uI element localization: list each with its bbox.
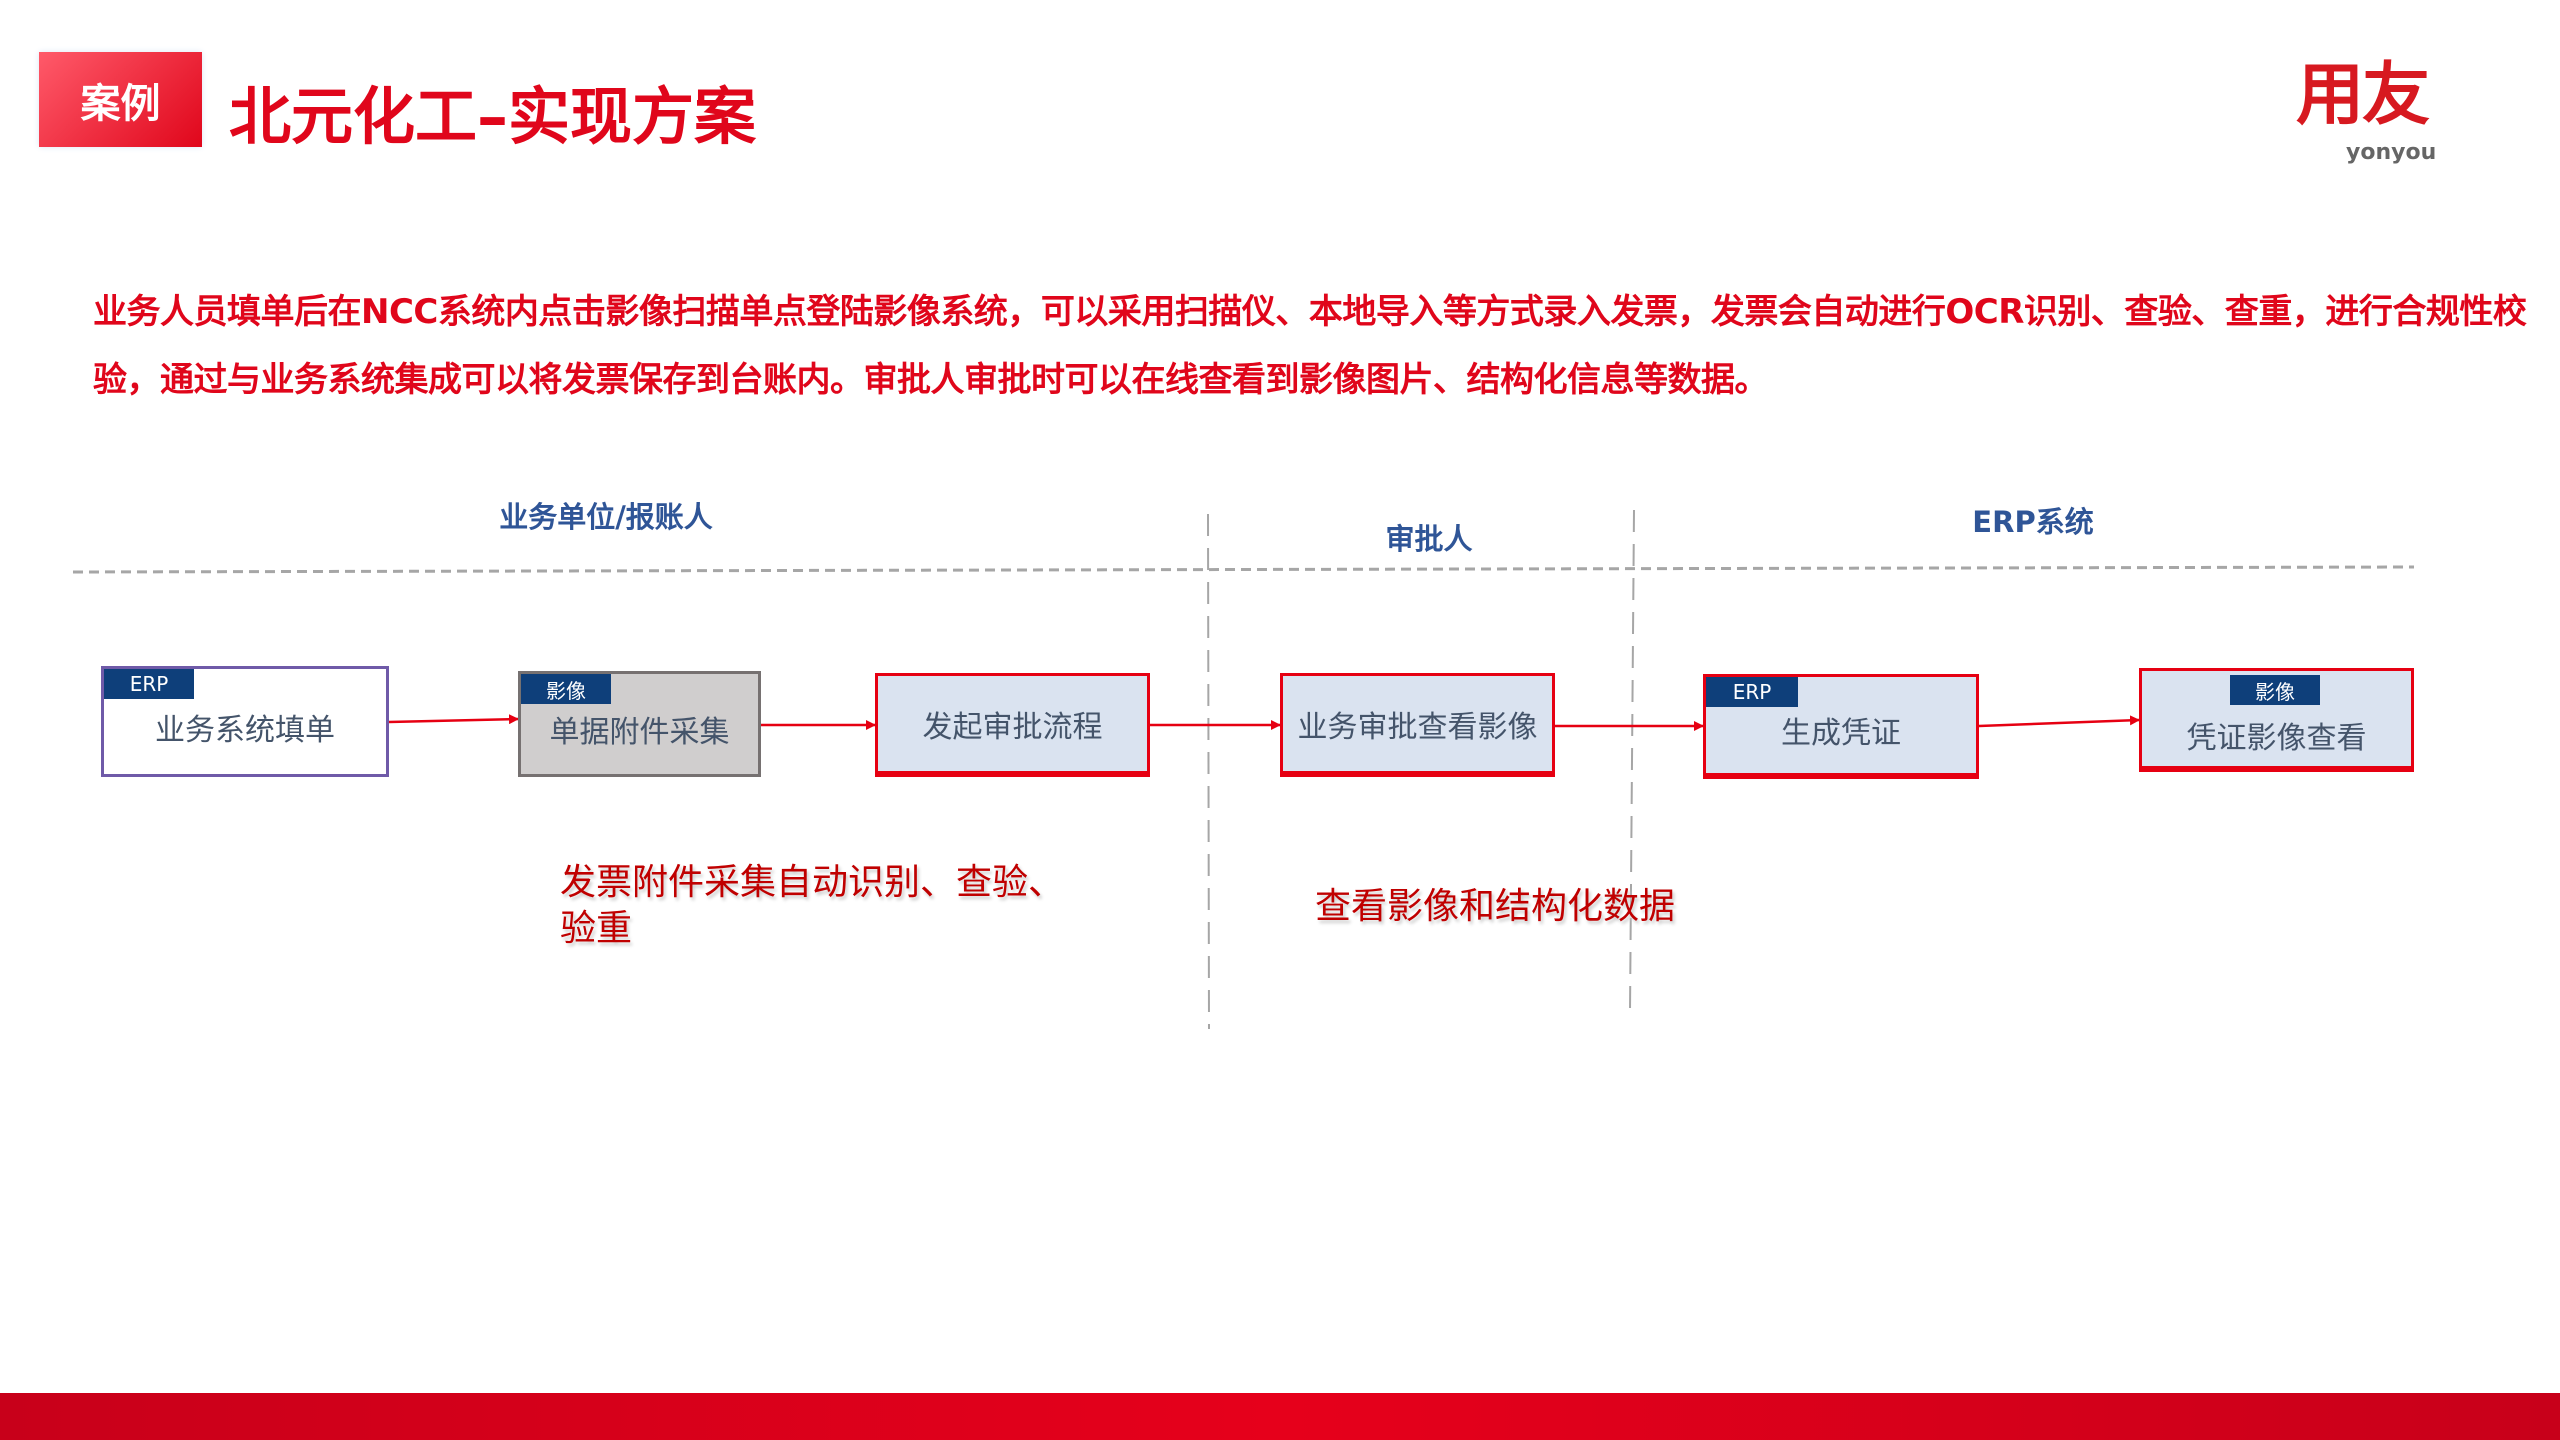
step-label: 业务系统填单 [155,712,335,748]
note-view-data: 查看影像和结构化数据 [1315,886,1676,927]
step-voucher-image-view[interactable]: 影像 凭证影像查看 [2139,668,2414,772]
lane-divider-horizontal [72,565,2415,574]
lane-divider-vertical-1 [1207,513,1210,1030]
step-label: 单据附件采集 [549,715,730,750]
step-start-approval[interactable]: 发起审批流程 [875,673,1150,777]
arrow-1 [388,714,519,725]
step-label: 凭证影像查看 [2186,721,2367,756]
yonyou-logo: 用友 [2296,56,2430,135]
lane-label-approver: 审批人 [1385,522,1473,556]
erp-tag: ERP [1706,677,1798,707]
case-badge: 案例 [39,52,202,147]
step-approval-view-image[interactable]: 业务审批查看影像 [1280,673,1555,777]
step-label: 业务审批查看影像 [1297,709,1538,745]
note-line: 验重 [560,908,633,949]
step-attachment-capture[interactable]: 影像 单据附件采集 [518,671,761,777]
step-generate-voucher[interactable]: ERP 生成凭证 [1703,674,1979,779]
yonyou-logo-sub: yonyou [2346,140,2437,165]
erp-tag: ERP [104,669,194,699]
lane-divider-vertical-2 [1629,509,1635,1013]
note-invoice-capture: 发票附件采集自动识别、查验、 验重 [560,860,1064,952]
lane-label-erp: ERP系统 [1972,505,2094,539]
step-label: 生成凭证 [1781,716,1901,751]
footer-bar [0,1393,2560,1440]
step-fill-form[interactable]: ERP 业务系统填单 [101,666,389,777]
image-tag: 影像 [2230,675,2320,705]
lane-label-business: 业务单位/报账人 [499,500,713,534]
description-text: 业务人员填单后在NCC系统内点击影像扫描单点登陆影像系统，可以采用扫描仪、本地导… [93,292,2527,400]
arrow-5 [1978,715,2140,728]
note-line: 发票附件采集自动识别、查验、 [560,862,1065,903]
step-label: 发起审批流程 [922,709,1103,745]
page-title: 北元化工–实现方案 [229,80,757,153]
image-tag: 影像 [521,674,611,704]
